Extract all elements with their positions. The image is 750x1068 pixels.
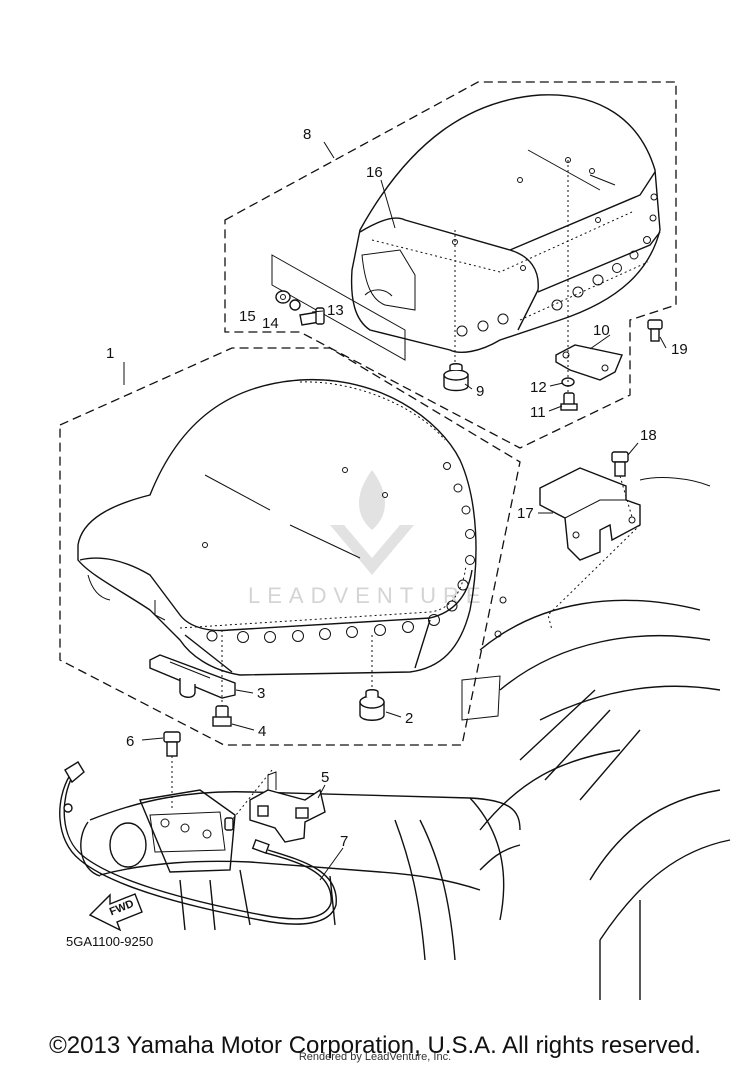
front-seat [77,378,477,676]
callout-7: 7 [340,833,348,850]
cable-7 [59,761,337,925]
watermark-flame-icon [358,470,386,530]
callout-6: 6 [126,733,134,750]
bracket-3 [149,654,236,699]
callout-5: 5 [321,769,329,786]
callout-13: 13 [327,302,344,319]
callout-1: 1 [106,345,114,362]
group-outline-1 [59,347,521,746]
watermark-v-icon [330,525,414,575]
callout-17: 17 [517,505,534,522]
callouts: 1 2 3 4 5 6 7 8 9 10 11 12 13 14 15 16 1… [106,126,688,850]
reference-code: 5GA1100-9250 [66,934,153,949]
bolt-4 [212,705,232,727]
callout-19: 19 [671,341,688,358]
washer-14 [289,299,301,311]
fwd-arrow-icon: FWD [88,893,143,932]
washer-15 [275,290,291,304]
bolt-19 [647,319,663,342]
rear-seat [350,94,661,353]
callout-12: 12 [530,379,547,396]
frame-fender [394,477,731,1000]
bracket-10 [555,344,623,381]
callout-15: 15 [239,308,256,325]
bolt-11 [560,392,578,411]
callout-16: 16 [366,164,383,181]
callout-10: 10 [593,322,610,339]
seat-lock-5 [249,771,326,843]
label-plate [271,254,406,361]
rendered-by-notice: Rendered by LeadVenture, Inc. [298,1051,452,1063]
callout-14: 14 [262,315,279,332]
callout-9: 9 [476,383,484,400]
callout-18: 18 [640,427,657,444]
bolt-13 [299,307,325,326]
callout-2: 2 [405,710,413,727]
copyright-notice: ©2013 Yamaha Motor Corporation, U.S.A. A… [49,1032,701,1059]
group-outline-8 [224,81,677,449]
callout-3: 3 [257,685,265,702]
damper-2 [359,689,385,721]
callout-11: 11 [530,404,546,421]
damper-9 [443,363,469,392]
leader-lines [123,141,667,881]
watermark-text: LEADVENTURE [248,583,488,608]
bolt-18 [611,451,629,477]
bolt-6 [163,731,181,757]
callout-4: 4 [258,723,266,740]
callout-8: 8 [303,126,311,143]
bracket-17 [539,467,641,561]
watermark: LEADVENTURE [248,470,488,608]
